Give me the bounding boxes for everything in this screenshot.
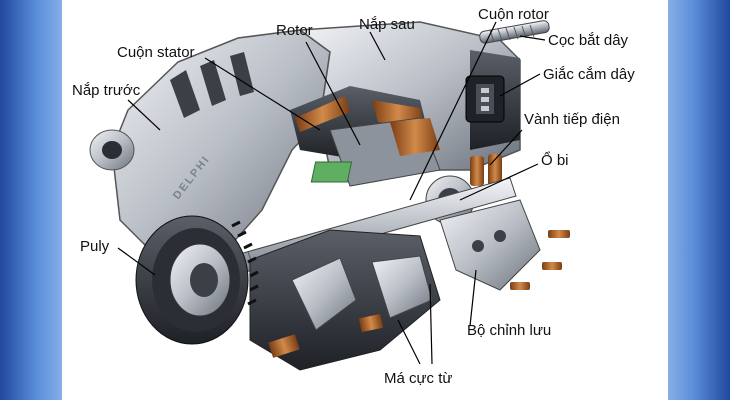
label-bo-chinh-luu: Bộ chỉnh lưu	[467, 322, 552, 339]
leader-rotor	[305, 41, 361, 146]
wire-connector	[465, 75, 505, 123]
label-ma-cuc-tu: Má cực từ	[384, 370, 453, 387]
leader-vanh-tiep-dien	[489, 129, 523, 166]
leader-o-bi	[459, 163, 539, 201]
leader-puly	[117, 247, 156, 276]
label-cuon-rotor: Cuộn rotor	[478, 6, 549, 23]
claw-poles	[249, 229, 441, 371]
leader-ma-cuc-tu-1	[397, 319, 421, 365]
rectifier	[439, 199, 570, 291]
label-vanh-tiep-dien: Vành tiếp điện	[524, 111, 620, 128]
leader-nap-sau	[369, 31, 386, 61]
leader-nap-truoc	[127, 99, 161, 131]
label-nap-sau: Nắp sau	[359, 16, 415, 33]
leader-giac-cam-day	[499, 73, 541, 97]
terminal-stud	[479, 20, 550, 44]
label-o-bi: Ổ bi	[541, 152, 569, 169]
label-puly: Puly	[80, 238, 110, 255]
label-cuon-stator: Cuộn stator	[117, 44, 195, 61]
leader-lines	[117, 21, 546, 365]
leader-cuon-stator	[204, 57, 321, 131]
label-rotor: Rotor	[276, 22, 313, 39]
leader-coc-bat-day	[519, 35, 546, 41]
label-giac-cam-day: Giắc cắm dây	[543, 66, 635, 83]
leader-bo-chinh-luu	[469, 269, 477, 327]
label-coc-bat-day: Cọc bắt dây	[548, 32, 629, 49]
rotor	[310, 117, 441, 187]
leader-ma-cuc-tu-2	[429, 283, 433, 365]
pulley	[135, 215, 259, 345]
background-band-right	[668, 0, 730, 400]
leader-cuon-rotor	[409, 21, 497, 201]
background-band-left	[0, 0, 62, 400]
label-nap-truoc: Nắp trước	[72, 82, 141, 99]
